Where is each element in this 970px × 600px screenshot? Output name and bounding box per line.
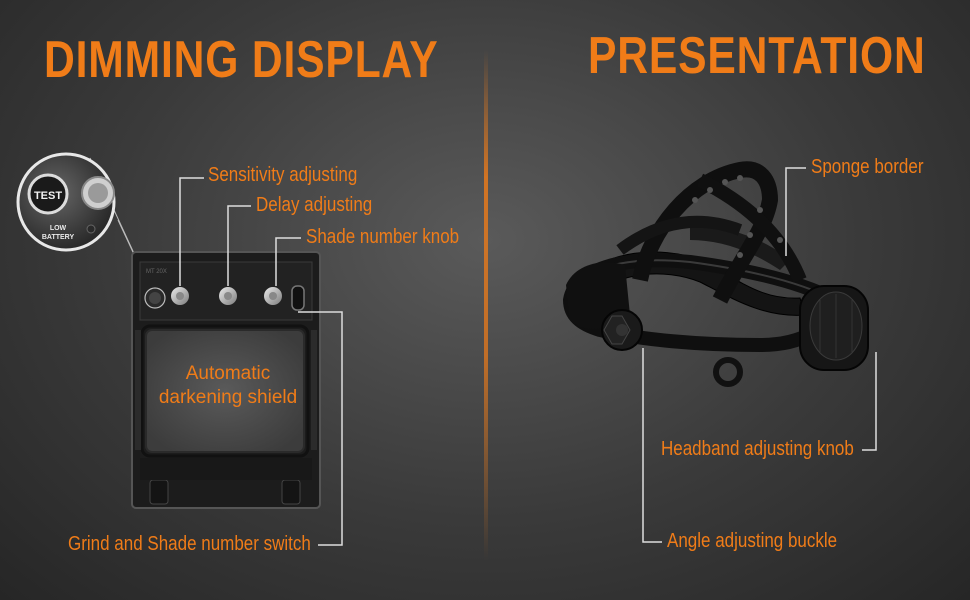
test-button-small (144, 287, 166, 309)
delay-label: Delay adjusting (256, 194, 373, 216)
shield-text-line1: Automatic (185, 363, 271, 384)
zoom-magnifier (16, 152, 116, 252)
shield-text: Automatic darkening shield (138, 362, 318, 410)
sensitivity-label: Sensitivity adjusting (208, 164, 358, 186)
presentation-title: PRESENTATION (588, 27, 926, 85)
delay-leader (227, 205, 251, 286)
shade-knob-label: Shade number knob (306, 226, 460, 248)
grind-switch-label: Grind and Shade number switch (68, 533, 311, 555)
sensitivity-knob (169, 285, 191, 307)
angle-buckle-leader (642, 348, 662, 543)
headband-knob-leader (862, 352, 877, 451)
headgear (562, 161, 869, 387)
sensitivity-leader (179, 177, 204, 286)
svg-text:MT 20X: MT 20X (146, 269, 167, 275)
filter-cartridge: MT 20X (131, 251, 321, 509)
zoom-battery-text: BATTERY (42, 234, 75, 241)
sponge-leader (785, 167, 806, 256)
zoom-test-text: TEST (34, 190, 62, 202)
shade-knob (262, 285, 284, 307)
center-divider (484, 50, 488, 560)
dimming-display-title: DIMMING DISPLAY (44, 31, 439, 89)
headband-knob-label: Headband adjusting knob (661, 438, 854, 460)
sponge-label: Sponge border (811, 156, 924, 178)
zoom-low-text: LOW (50, 225, 67, 232)
grind-switch-leader (298, 311, 343, 546)
delay-knob (217, 285, 239, 307)
angle-buckle-label: Angle adjusting buckle (667, 530, 838, 552)
shield-text-line2: darkening shield (158, 387, 298, 408)
shade-knob-leader (275, 237, 301, 286)
grind-switch (291, 285, 305, 311)
